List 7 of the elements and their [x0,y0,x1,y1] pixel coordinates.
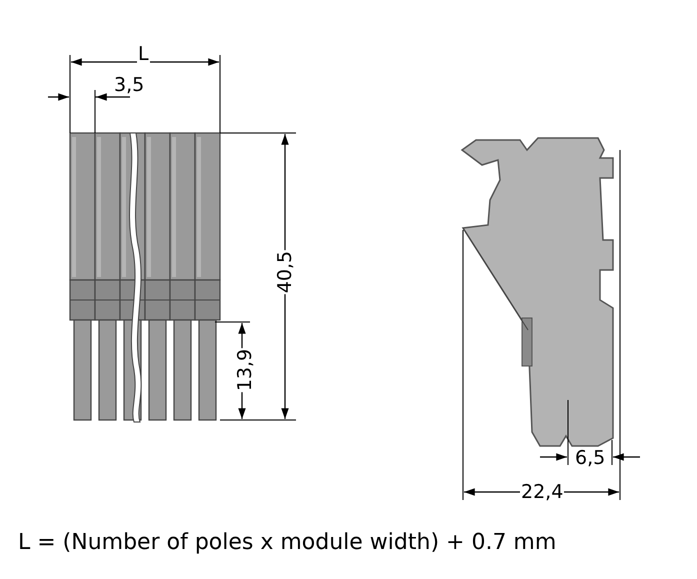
dimension-label: 6,5 [574,448,606,468]
dimension-label: L [137,44,150,64]
dimension-label: 40,5 [275,250,296,294]
dimension-label: 22,4 [520,482,564,502]
dimension-label: 3,5 [113,75,146,95]
dimension-label: 13,9 [235,348,256,392]
formula-caption: L = (Number of poles x module width) + 0.7 mm [18,530,556,555]
